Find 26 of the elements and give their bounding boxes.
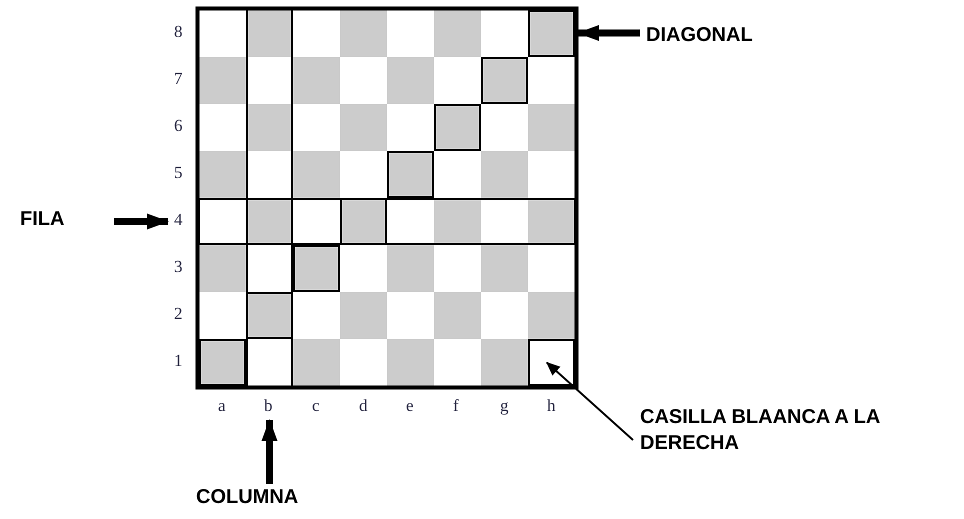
annotation-text: DIAGONAL — [646, 22, 786, 48]
file-letter: g — [500, 396, 508, 416]
file-letter: h — [547, 396, 556, 416]
file-letter: b — [264, 396, 272, 416]
arrow — [114, 214, 169, 230]
rank-number: 5 — [174, 163, 182, 183]
arrow — [546, 362, 634, 441]
file-letter: a — [218, 396, 226, 416]
rank-number: 3 — [174, 257, 182, 277]
annotation-text: FILA — [20, 206, 90, 232]
rank-number: 4 — [174, 210, 182, 230]
rank-number: 7 — [174, 69, 182, 89]
rank-number: 8 — [174, 22, 182, 42]
file-letter: d — [359, 396, 368, 416]
square-outline — [528, 10, 575, 57]
rank-number: 6 — [174, 116, 182, 136]
square-outline — [528, 339, 575, 386]
rank-number: 2 — [174, 304, 182, 324]
arrow — [577, 25, 640, 41]
annotation-text: COLUMNA — [196, 484, 346, 510]
arrow — [262, 419, 278, 484]
annotation-text: CASILLA BLAANCA A LA DERECHA — [640, 404, 960, 460]
file-letter: e — [406, 396, 414, 416]
file-letter: c — [312, 396, 320, 416]
file-letter: f — [453, 396, 459, 416]
rank-number: 1 — [174, 351, 182, 371]
